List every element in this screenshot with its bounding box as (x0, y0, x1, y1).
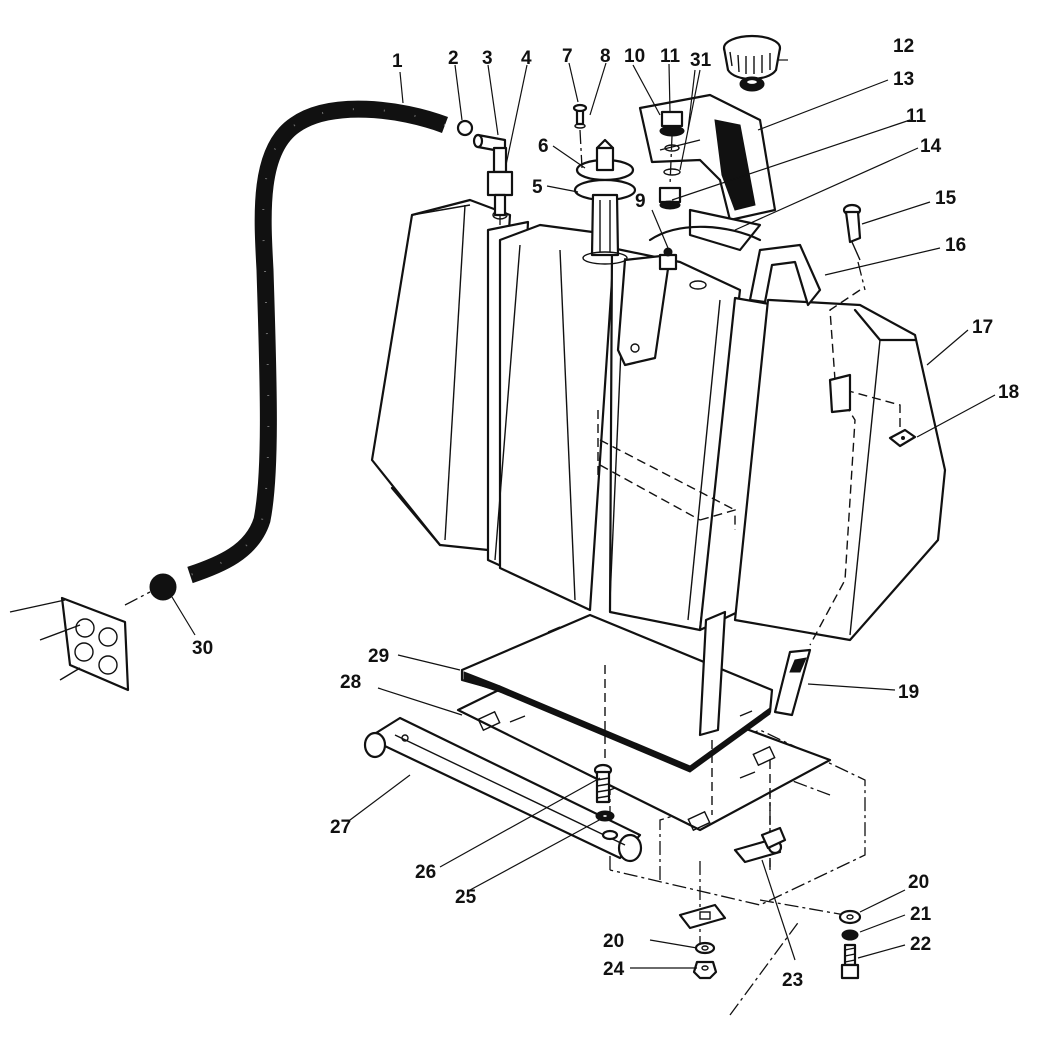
fuel-sender-unit (572, 103, 637, 265)
pin-23 (678, 826, 787, 930)
bolt-15 (842, 203, 866, 291)
callout-11-right: 11 (906, 106, 927, 127)
nut-24 (692, 960, 718, 980)
nuts-and-washers (658, 110, 685, 271)
callout-14: 14 (920, 136, 942, 157)
callout-2: 2 (448, 48, 459, 69)
callout-labels: 1 2 3 4 5 6 7 8 9 10 11 11 12 13 14 15 1… (192, 36, 1019, 991)
callout-29: 29 (368, 646, 389, 667)
callout-10: 10 (624, 46, 645, 67)
bolt-26 (593, 763, 619, 841)
callout-12: 12 (893, 36, 914, 57)
callout-21: 21 (910, 904, 932, 925)
callout-18: 18 (998, 382, 1019, 403)
bracket (828, 373, 917, 448)
callout-8: 8 (600, 46, 611, 67)
callout-17: 17 (972, 317, 993, 338)
callout-30: 30 (192, 638, 213, 659)
hose-clamp-and-fitting (456, 119, 514, 225)
lockwasher-21 (841, 929, 859, 941)
callout-25: 25 (455, 887, 477, 908)
callout-28: 28 (340, 672, 361, 693)
callout-31: 31 (690, 50, 712, 71)
callout-11-top: 11 (660, 46, 681, 67)
callout-5: 5 (532, 177, 543, 198)
callout-19: 19 (898, 682, 919, 703)
callout-26: 26 (415, 862, 436, 883)
leader-lines (171, 59, 996, 969)
washer-20-right (838, 909, 862, 925)
callout-7: 7 (562, 46, 573, 67)
callout-6: 6 (538, 136, 549, 157)
hidden-lines (597, 289, 901, 870)
bolt-22 (840, 943, 860, 980)
filler-cap (722, 34, 782, 92)
callout-4: 4 (521, 48, 532, 69)
callout-20-right: 20 (908, 872, 929, 893)
callout-9: 9 (635, 191, 646, 212)
callout-16: 16 (945, 235, 966, 256)
callout-27: 27 (330, 817, 351, 838)
callout-15: 15 (935, 188, 957, 209)
callout-1: 1 (392, 51, 403, 72)
washer-20-left (694, 941, 716, 955)
callout-24: 24 (603, 959, 625, 980)
callout-22: 22 (910, 934, 931, 955)
tank-pad (460, 613, 774, 773)
grommet-and-bulkhead (9, 573, 177, 692)
callout-3: 3 (482, 48, 493, 69)
callout-20-left: 20 (603, 931, 624, 952)
fuel-hose (187, 100, 449, 584)
callout-13: 13 (893, 69, 914, 90)
callout-23: 23 (782, 970, 803, 991)
